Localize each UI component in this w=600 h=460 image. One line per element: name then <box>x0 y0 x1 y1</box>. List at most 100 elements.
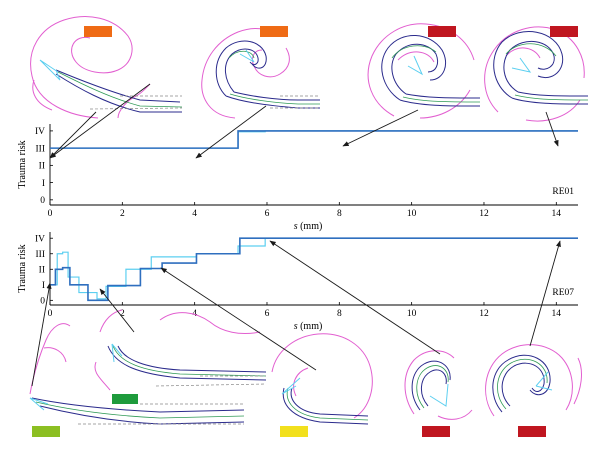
x-tick-label: 0 <box>48 309 53 319</box>
arrow-bot-1 <box>31 282 52 387</box>
plot-name: RE01 <box>552 187 574 197</box>
cochlea-outline <box>29 323 111 395</box>
electrode-body <box>225 91 320 109</box>
tip-lines <box>407 55 424 76</box>
electrode-mid <box>35 401 245 419</box>
electrode-mid <box>391 45 481 103</box>
electrode-lower <box>55 73 182 113</box>
y-axis-label: Trauma risk <box>17 140 28 188</box>
inset-bottom-5 <box>485 344 582 437</box>
x-axis-unit: (mm) <box>300 221 322 232</box>
inset-bottom-1 <box>29 323 245 437</box>
electrode-upper <box>31 397 245 413</box>
color-swatch-8 <box>422 426 450 437</box>
arrow-top-3 <box>342 109 419 147</box>
inset-top-3 <box>367 23 481 119</box>
electrode-spiral-outer <box>215 40 267 97</box>
x-tick-label: 0 <box>48 209 53 219</box>
tip-lines <box>281 377 301 395</box>
color-swatch-4 <box>550 26 578 37</box>
x-axis-label: s (mm) <box>294 221 323 232</box>
x-tick-label: 8 <box>337 209 342 219</box>
electrode-spiral-outer <box>411 360 451 411</box>
cochlea-outline <box>485 344 582 417</box>
arrow-top-4 <box>545 111 559 147</box>
electrode-body <box>399 93 480 107</box>
x-tick-label: 2 <box>120 309 125 319</box>
cochlea-outline <box>30 16 133 119</box>
electrode-mid <box>497 358 548 410</box>
inset-top-1 <box>30 16 183 119</box>
cochlea-outline <box>271 333 373 419</box>
electrode-spiral-outer <box>493 31 564 99</box>
inset-top-2 <box>201 26 320 119</box>
y-tick-label: IV <box>35 127 45 137</box>
x-axis-variable: s <box>294 221 300 232</box>
cochlea-outline <box>99 309 261 335</box>
color-swatch-5 <box>32 426 60 437</box>
electrode-mid <box>112 345 267 377</box>
cochlea-outline <box>367 23 475 119</box>
inset-top-4 <box>484 26 589 122</box>
electrode-spiral-outer <box>381 35 446 101</box>
x-tick-label: 10 <box>407 309 417 319</box>
arrow-bot-5 <box>529 240 561 347</box>
cochlea-outline <box>201 28 290 119</box>
tip-lines <box>429 383 449 407</box>
electrode-mid <box>505 43 589 101</box>
reference-lines <box>270 95 320 109</box>
series-line-light <box>50 130 578 149</box>
reference-lines <box>78 403 244 425</box>
electrode-spiral-inner <box>391 43 439 95</box>
plot-name: RE07 <box>552 288 574 298</box>
cochlea-outline <box>484 26 585 122</box>
x-tick-label: 8 <box>337 309 342 319</box>
electrode-spiral-inner <box>225 48 259 93</box>
x-axis-unit: (mm) <box>300 321 322 332</box>
color-swatch-9 <box>518 426 546 437</box>
y-tick-label: II <box>39 265 45 275</box>
x-tick-label: 12 <box>479 209 489 219</box>
reference-lines <box>155 375 267 387</box>
connector-arrows <box>31 83 561 387</box>
inset-bottom-2 <box>99 309 267 404</box>
x-tick-label: 10 <box>407 209 417 219</box>
arrow-top-2 <box>195 105 267 159</box>
x-tick-label: 4 <box>192 209 197 219</box>
x-tick-label: 12 <box>479 309 489 319</box>
inset-bottom-3 <box>271 333 373 437</box>
color-swatch-1 <box>84 26 112 37</box>
series-line-dark <box>50 130 578 149</box>
electrode-lower <box>117 345 267 373</box>
y-tick-label: 0 <box>40 196 45 206</box>
color-swatch-7 <box>280 426 308 437</box>
electrode-upper <box>107 345 267 381</box>
y-tick-label: III <box>36 144 46 154</box>
y-tick-label: 0 <box>40 297 45 307</box>
tip-lines <box>29 397 49 411</box>
arrow-top-1b <box>49 83 151 159</box>
color-swatch-2 <box>260 26 288 37</box>
electrode-upper <box>55 69 181 103</box>
arrow-bot-3 <box>160 267 317 371</box>
electrode-spiral-inner <box>503 41 555 93</box>
y-tick-label: III <box>36 250 46 260</box>
electrode-spiral-inner <box>501 362 545 407</box>
electrode-mid <box>228 50 320 105</box>
electrode-body <box>511 91 588 105</box>
tip-lines <box>535 371 553 391</box>
arrow-top-1 <box>49 111 97 159</box>
arrow-bot-2 <box>99 288 135 333</box>
electrode-spiral-outer <box>492 354 551 413</box>
series-line-dark <box>50 237 578 302</box>
tip-lines <box>39 59 61 81</box>
series-line-light <box>50 237 578 300</box>
x-tick-label: 14 <box>552 209 562 219</box>
arrow-bot-4 <box>269 240 441 355</box>
y-axis-label: Trauma risk <box>17 244 28 292</box>
y-tick-label: I <box>42 179 45 189</box>
y-tick-label: IV <box>35 234 45 244</box>
tip-lines <box>111 343 123 363</box>
